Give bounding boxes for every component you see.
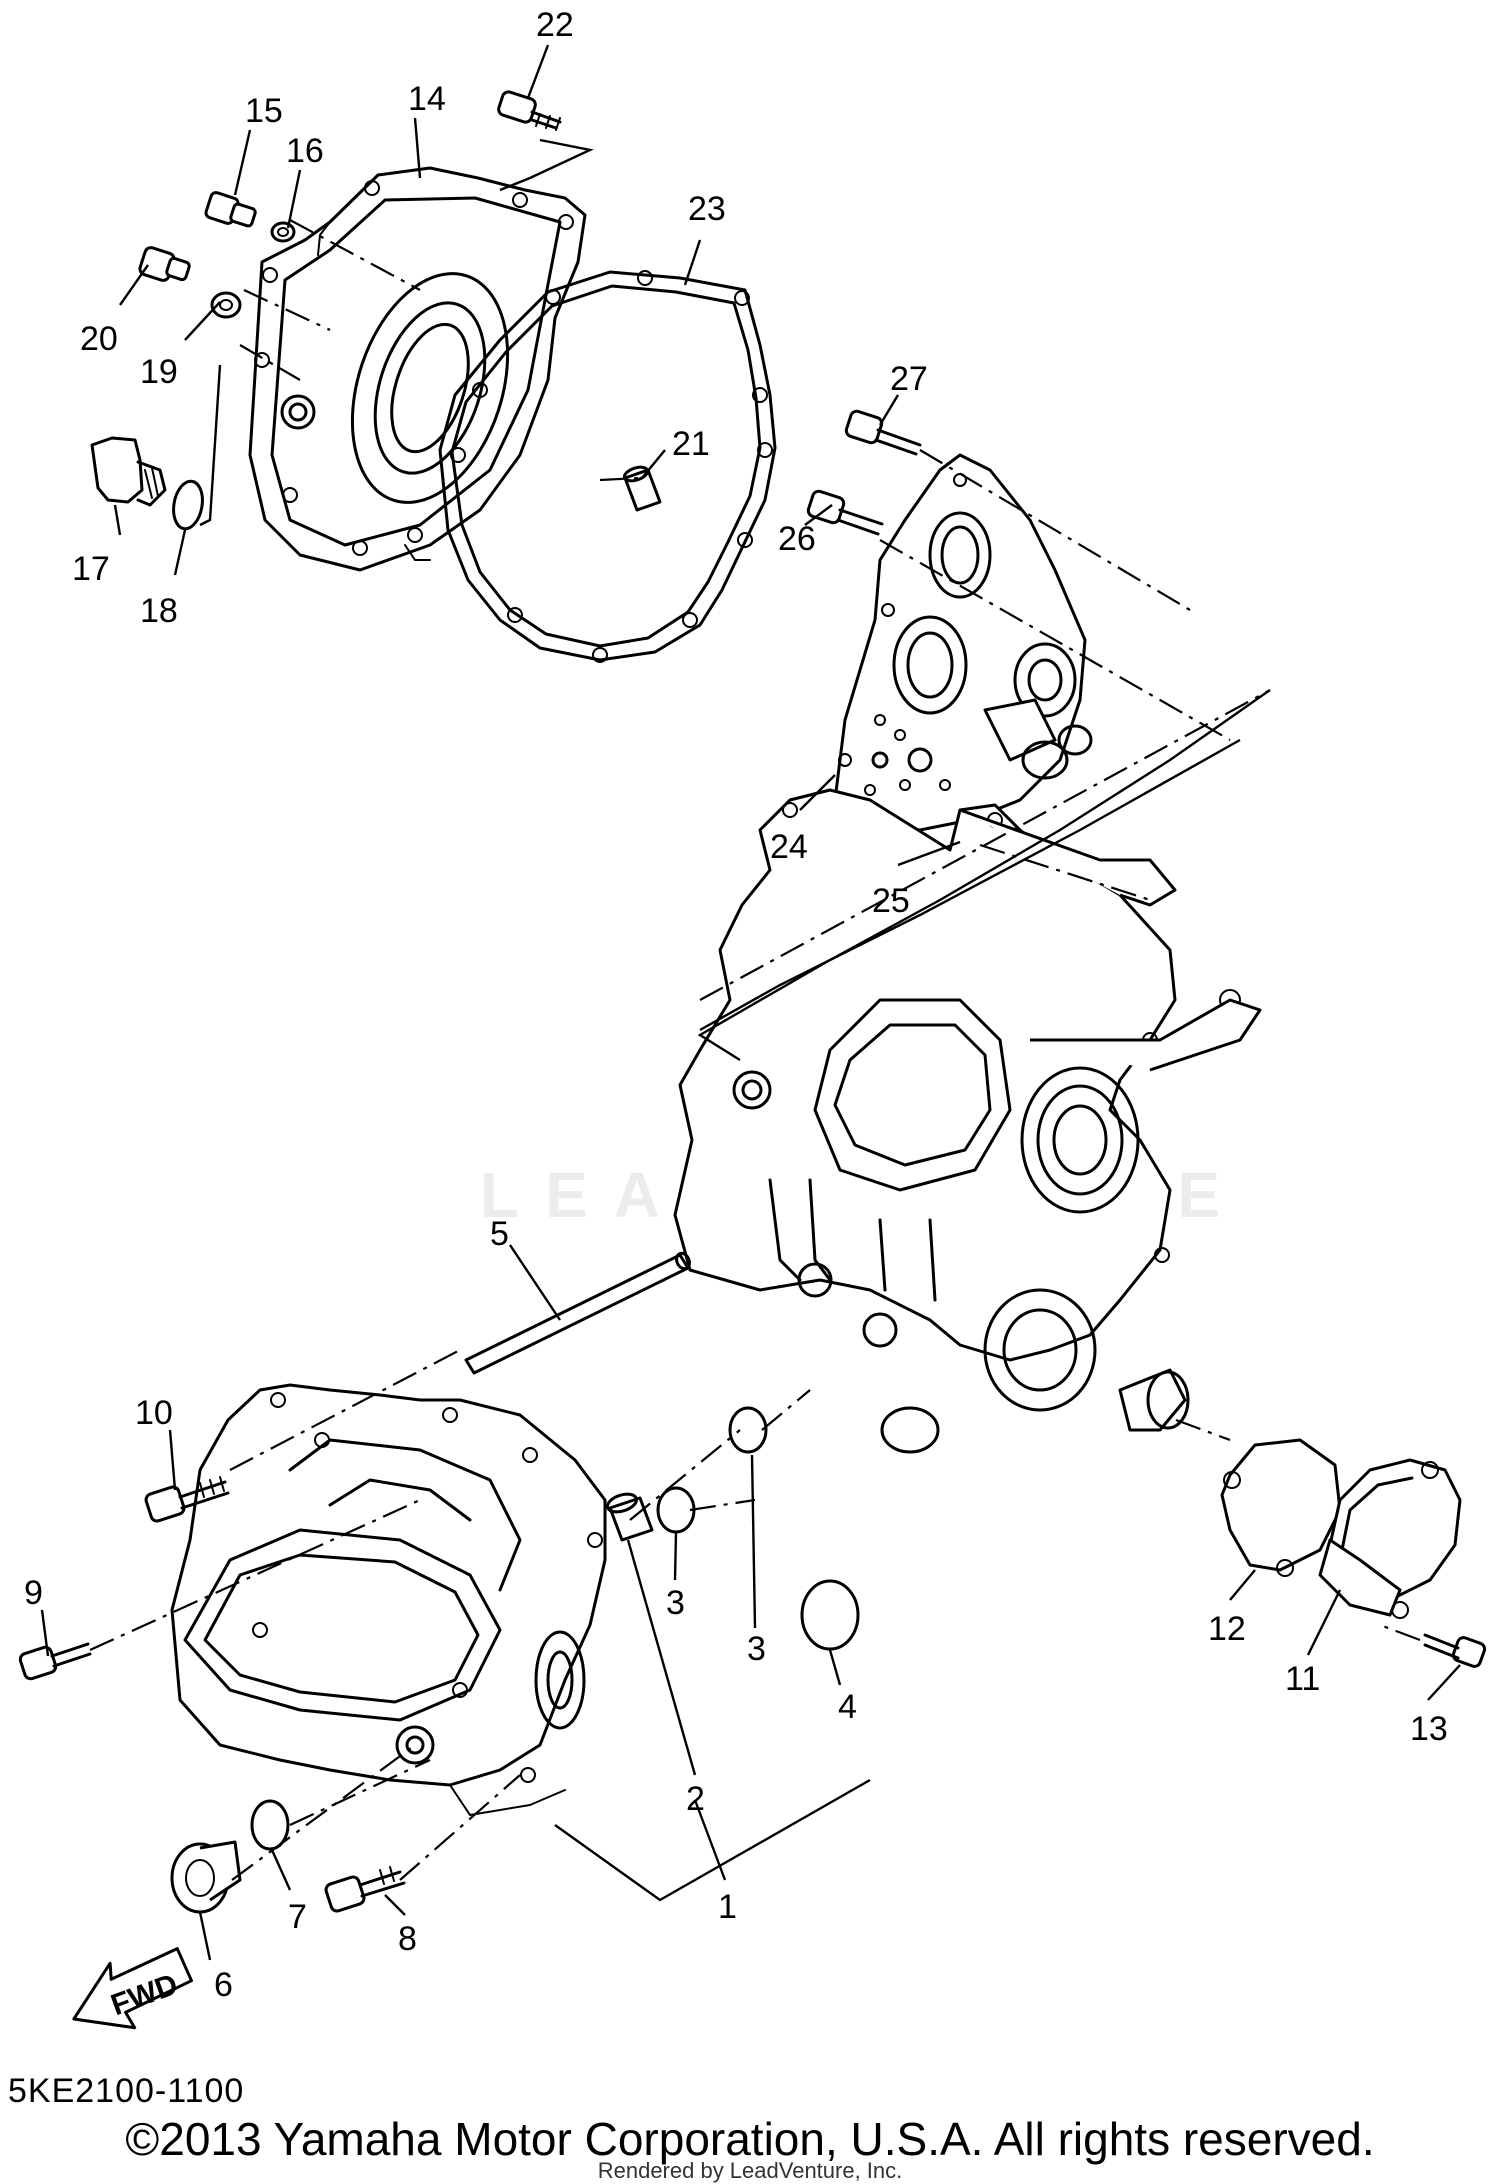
washer-16 (270, 221, 296, 243)
plug-15 (204, 191, 257, 228)
callout-20: 20 (80, 320, 118, 358)
callout-7: 7 (288, 1898, 307, 1936)
callout-3a: 3 (666, 1584, 685, 1622)
bolt-27 (844, 409, 922, 456)
rendered-by-notice: Rendered by LeadVenture, Inc. (597, 2158, 903, 2183)
callout-9: 9 (24, 1574, 43, 1612)
copyright-notice: ©2013 Yamaha Motor Corporation, U.S.A. A… (125, 2113, 1375, 2165)
dowel-2 (606, 1492, 654, 1542)
callout-6: 6 (214, 1966, 233, 2004)
fwd-arrow-icon: FWD (72, 1947, 194, 2030)
gasket-12 (1220, 1438, 1342, 1577)
washer-7 (250, 1799, 290, 1851)
callout-labels: 22 14 15 16 23 20 19 21 27 17 18 26 24 2… (24, 6, 1448, 2004)
callout-27: 27 (890, 360, 928, 398)
cover-24 (833, 453, 1093, 832)
callout-26: 26 (778, 520, 816, 558)
o-ring-3a (656, 1486, 696, 1534)
bolt-26 (806, 489, 884, 536)
bolt-22 (497, 90, 562, 131)
callout-3b: 3 (747, 1630, 766, 1668)
assembly-lines (89, 138, 1421, 1902)
bolt-13 (1423, 1633, 1487, 1668)
crankcase-cover-14 (248, 166, 587, 572)
dowel-21 (622, 465, 662, 512)
plug-17 (90, 436, 167, 507)
callout-15: 15 (245, 92, 283, 130)
callout-5: 5 (490, 1215, 509, 1253)
washer-19 (210, 291, 242, 319)
callout-18: 18 (140, 592, 178, 630)
shaft-5 (464, 1251, 691, 1375)
callout-14: 14 (408, 80, 446, 118)
o-ring-18 (172, 479, 204, 531)
bolt-8 (324, 1866, 406, 1913)
bolt-10 (144, 1476, 230, 1523)
callout-25: 25 (872, 882, 910, 920)
callout-24: 24 (770, 828, 808, 866)
callout-12: 12 (1208, 1610, 1246, 1648)
callout-11: 11 (1285, 1660, 1320, 1698)
crankcase-right (673, 788, 1262, 1454)
callout-22: 22 (536, 6, 574, 44)
cover-11 (1318, 1458, 1462, 1619)
callout-19: 19 (140, 353, 178, 391)
callout-21: 21 (672, 425, 710, 463)
callout-2: 2 (686, 1780, 705, 1818)
plug-20 (138, 246, 191, 282)
bolt-9 (18, 1642, 92, 1681)
callout-23: 23 (688, 190, 726, 228)
gasket-23 (438, 270, 777, 663)
o-ring-3b (728, 1406, 768, 1454)
callout-17: 17 (72, 550, 110, 588)
callout-10: 10 (135, 1394, 173, 1432)
callout-16: 16 (286, 132, 324, 170)
callout-8: 8 (398, 1920, 417, 1958)
callout-1: 1 (718, 1888, 737, 1926)
callout-leaders (40, 44, 1461, 1961)
crankcase-left (170, 1383, 607, 1816)
plug-6 (170, 1840, 242, 1914)
o-ring-4 (800, 1579, 860, 1651)
diagram-id: 5KE2100-1100 (8, 2072, 245, 2110)
callout-4: 4 (838, 1688, 857, 1726)
callout-13: 13 (1410, 1710, 1448, 1748)
